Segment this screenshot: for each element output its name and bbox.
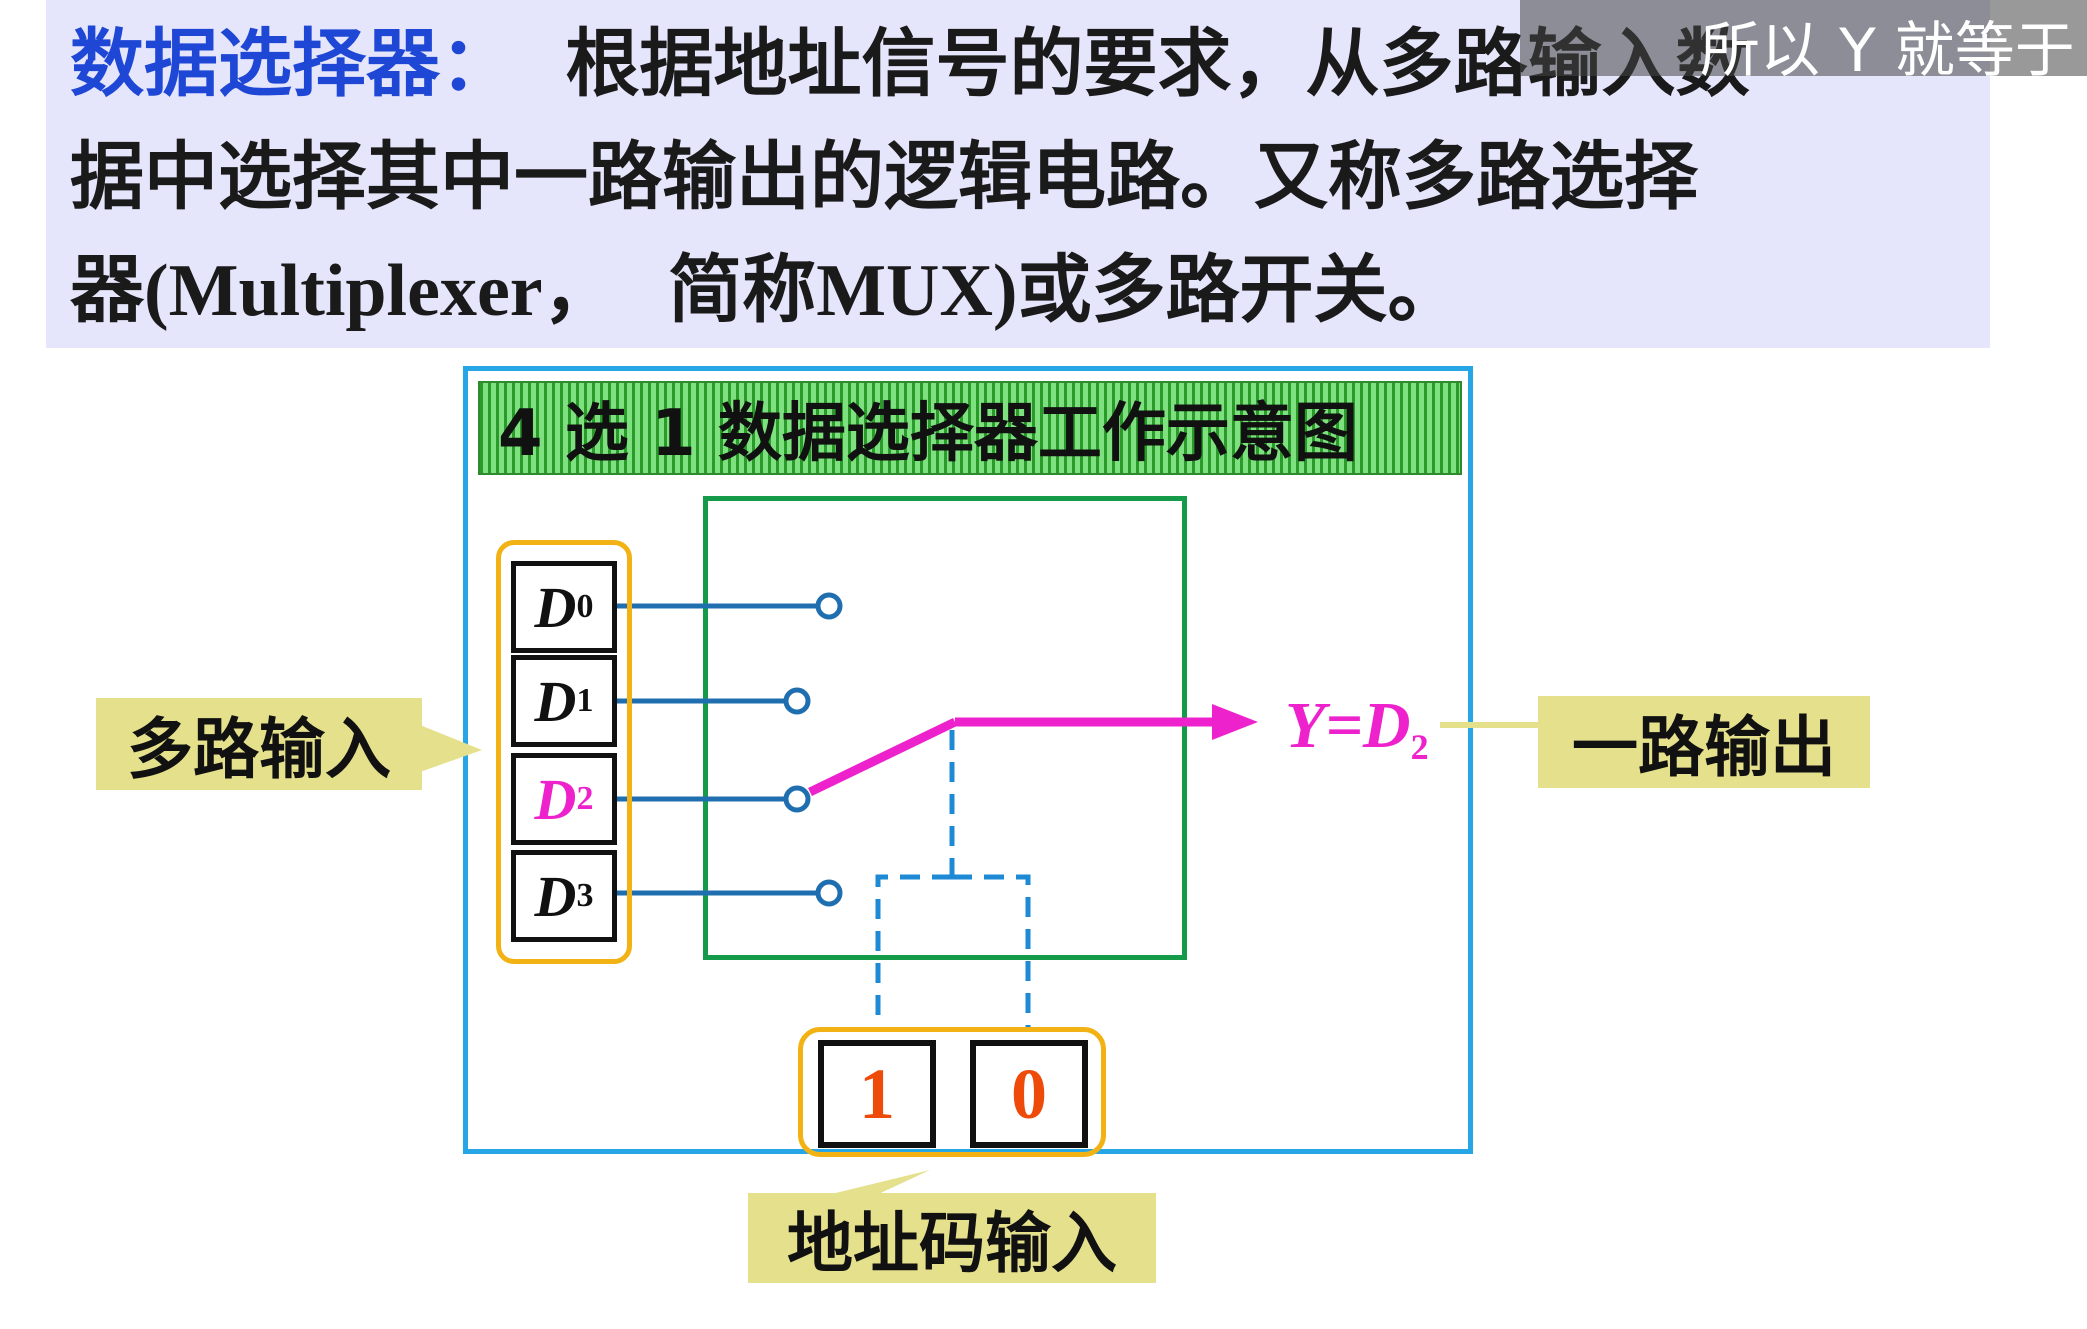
output-arrowhead bbox=[1212, 704, 1258, 740]
contact-d0 bbox=[815, 592, 843, 620]
callout-address-input: 地址码输入 bbox=[748, 1193, 1156, 1283]
callout-multi-input: 多路输入 bbox=[96, 698, 422, 790]
multiplexer-term: (Multiplexer bbox=[144, 250, 543, 332]
address-bit-1: 1 bbox=[818, 1040, 936, 1148]
input-group bbox=[496, 540, 632, 964]
address-group bbox=[798, 1027, 1106, 1157]
output-label: Y=D2 bbox=[1285, 689, 1429, 767]
callout-single-output: 一路输出 bbox=[1538, 696, 1870, 788]
contact-d1 bbox=[783, 687, 811, 715]
video-subtitle: 所以 Y 就等于 bbox=[1700, 16, 2075, 86]
definition-line3-b: ， 简称 bbox=[542, 247, 817, 333]
definition-paragraph: 数据选择器： 根据地址信号的要求，从多路输入数 据中选择其中一路输出的逻辑电路。… bbox=[70, 8, 1970, 348]
diagram-title: 4 选 1 数据选择器工作示意图 bbox=[478, 381, 1462, 475]
definition-line3-a: 器 bbox=[70, 247, 144, 333]
callout-address-pointer bbox=[815, 1170, 930, 1198]
select-line bbox=[875, 730, 1031, 1030]
subtitle-bar bbox=[1520, 0, 2087, 76]
switch-box bbox=[703, 496, 1187, 960]
contact-d2 bbox=[783, 785, 811, 813]
term-heading: 数据选择器： bbox=[70, 21, 514, 107]
diagram-frame bbox=[463, 366, 1473, 1154]
switch-arm bbox=[808, 717, 957, 797]
definition-line3-c: 或多路开关。 bbox=[1017, 247, 1462, 333]
mux-term: MUX) bbox=[816, 250, 1018, 332]
callout-input-pointer bbox=[420, 725, 482, 772]
contact-d3 bbox=[815, 879, 843, 907]
address-bit-0: 0 bbox=[970, 1040, 1088, 1148]
definition-line2: 据中选择其中一路输出的逻辑电路。又称多路选择 bbox=[70, 134, 1698, 220]
